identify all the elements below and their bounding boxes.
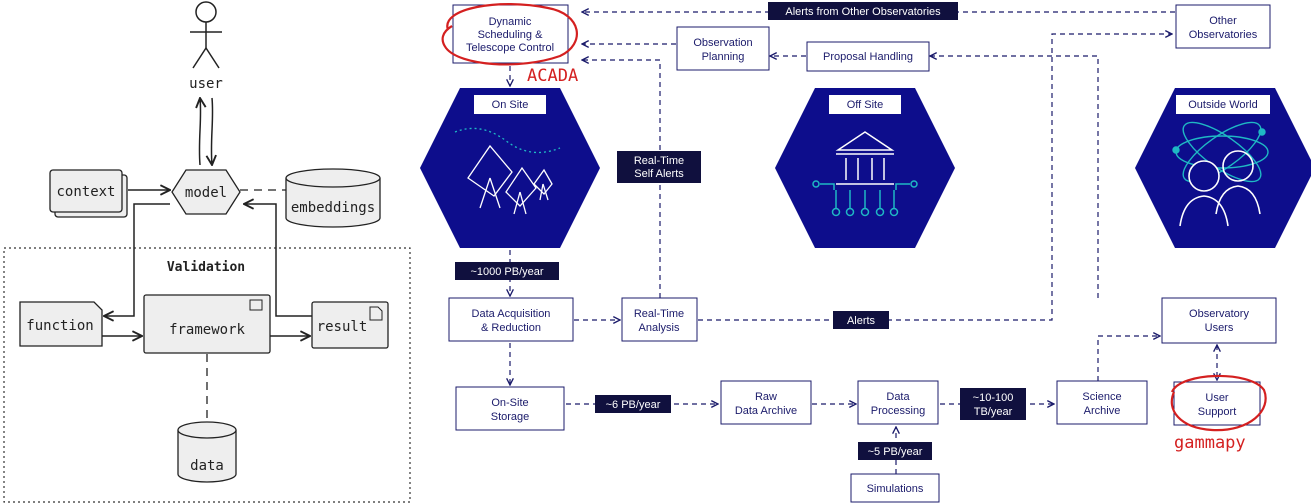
observatory-users-line1: Observatory [1189, 308, 1249, 320]
data-processing-line2: Processing [871, 405, 925, 417]
alerts-text: Alerts [847, 315, 876, 327]
box-onsite-storage: On-Site Storage [455, 386, 565, 431]
validation-label: Validation [167, 260, 245, 275]
rate-10-100-line2: TB/year [974, 406, 1013, 418]
model-node: model [171, 169, 241, 215]
raw-archive-line1: Raw [755, 391, 777, 403]
raw-archive-line2: Data Archive [735, 405, 797, 417]
user-label: user [189, 76, 223, 92]
proposal-handling-label: Proposal Handling [823, 51, 913, 63]
annotation-acada: ACADA [441, 3, 578, 86]
box-raw-archive: Raw Data Archive [720, 380, 812, 425]
hex-outside-world: Outside World [1135, 88, 1311, 248]
box-proposal-handling: Proposal Handling [806, 41, 930, 72]
observation-planning-line1: Observation [693, 37, 752, 49]
label-rate-1000: ~1000 PB/year [455, 262, 559, 280]
box-other-observatories: Other Observatories [1175, 4, 1271, 49]
box-data-processing: Data Processing [857, 380, 939, 425]
box-science-archive: Science Archive [1056, 380, 1148, 425]
data-acquisition-line2: & Reduction [481, 322, 541, 334]
realtime-analysis-line1: Real-Time [634, 308, 684, 320]
embeddings-label: embeddings [291, 200, 375, 216]
telescope-icon [454, 127, 561, 215]
box-simulations: Simulations [850, 473, 940, 503]
context-label: context [56, 184, 115, 200]
box-observation-planning: Observation Planning [676, 26, 770, 71]
institution-icon [835, 131, 895, 185]
arrow-result-to-model [244, 204, 312, 317]
user-figure [190, 1, 222, 69]
result-node: result [311, 301, 389, 349]
model-label: model [185, 185, 227, 201]
science-archive-line2: Archive [1084, 405, 1121, 417]
arrow-model-to-user [199, 98, 200, 166]
science-archive-line1: Science [1082, 391, 1121, 403]
function-node: function [19, 301, 103, 347]
box-user-support: User Support [1173, 381, 1261, 426]
data-label: data [190, 458, 224, 474]
simulations-label: Simulations [867, 483, 924, 495]
arrow-user-to-model [211, 97, 212, 165]
flow-diagram: Dynamic Scheduling & Telescope Control O… [420, 2, 1311, 503]
box-dynamic-scheduling: Dynamic Scheduling & Telescope Control [452, 4, 569, 64]
data-store: data [177, 421, 237, 483]
user-support-line2: Support [1198, 406, 1237, 418]
context-card: context [49, 169, 128, 218]
realtime-analysis-line2: Analysis [639, 322, 680, 334]
label-alerts-other: Alerts from Other Observatories [768, 2, 958, 20]
data-processing-line1: Data [886, 391, 910, 403]
arrow-model-to-function [104, 203, 170, 316]
on-site-label: On Site [492, 99, 529, 111]
rate-10-100-line1: ~10-100 [973, 392, 1014, 404]
people-icon [1179, 150, 1261, 227]
other-observatories-line2: Observatories [1189, 29, 1258, 41]
off-site-label: Off Site [847, 99, 883, 111]
user-support-line1: User [1205, 392, 1229, 404]
arrow-users-to-proposal [930, 56, 1099, 298]
hex-off-site: Off Site [775, 88, 955, 248]
box-realtime-analysis: Real-Time Analysis [621, 297, 698, 342]
label-alerts: Alerts [833, 311, 889, 329]
box-data-acquisition: Data Acquisition & Reduction [448, 297, 574, 342]
label-rate-5: ~5 PB/year [858, 442, 932, 460]
outside-world-label: Outside World [1188, 99, 1258, 111]
arrow-alerts-to-other [698, 34, 1172, 321]
observatory-users-line2: Users [1205, 322, 1234, 334]
function-label: function [26, 318, 93, 334]
rate-6-text: ~6 PB/year [606, 399, 661, 411]
box-observatory-users: Observatory Users [1161, 297, 1277, 344]
framework-label: framework [169, 322, 245, 338]
observation-planning-line2: Planning [702, 51, 745, 63]
label-rate-6: ~6 PB/year [595, 395, 671, 413]
framework-node: framework [143, 294, 271, 354]
onsite-storage-line2: Storage [491, 411, 530, 423]
onsite-storage-line1: On-Site [491, 397, 528, 409]
acada-label: ACADA [527, 66, 578, 86]
gammapy-label: gammapy [1174, 433, 1246, 453]
arrow-science-to-users [1097, 336, 1160, 381]
result-label: result [317, 319, 368, 335]
annotation-gammapy: gammapy [1170, 374, 1267, 453]
dynamic-scheduling-line1: Dynamic [489, 16, 532, 28]
hex-on-site: On Site [420, 88, 600, 248]
alerts-other-text: Alerts from Other Observatories [785, 6, 941, 18]
other-observatories-line1: Other [1209, 15, 1237, 27]
label-realtime-self-alerts: Real-Time Self Alerts [617, 151, 701, 183]
rate-1000-text: ~1000 PB/year [470, 266, 543, 278]
embeddings-store: embeddings [285, 168, 381, 228]
sketch-diagram: user context model embeddings Validation [3, 1, 411, 503]
data-acquisition-line1: Data Acquisition [472, 308, 551, 320]
rate-5-text: ~5 PB/year [868, 446, 923, 458]
self-alerts-line1: Real-Time [634, 155, 684, 167]
dynamic-scheduling-line2: Scheduling & [478, 29, 543, 41]
circuit-icon [812, 180, 918, 217]
label-rate-10-100: ~10-100 TB/year [960, 388, 1026, 420]
self-alerts-line2: Self Alerts [634, 168, 684, 180]
dynamic-scheduling-line3: Telescope Control [466, 42, 554, 54]
arrow-selfalerts-to-scheduling [582, 60, 661, 150]
